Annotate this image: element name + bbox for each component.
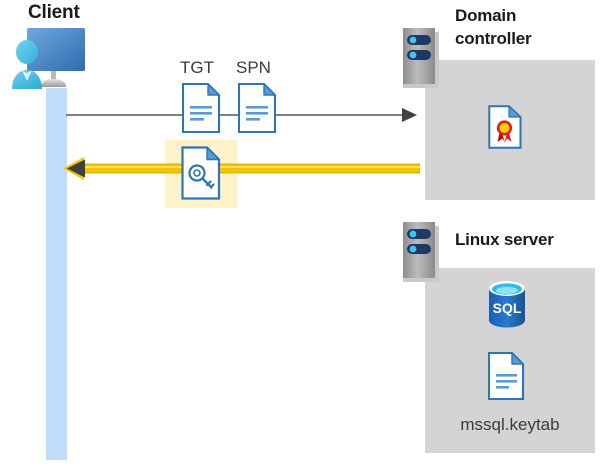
spn-label: SPN: [236, 58, 271, 77]
sql-database-icon: SQL: [485, 278, 529, 330]
svg-text:SQL: SQL: [493, 300, 522, 316]
keytab-filename-label: mssql.keytab: [460, 415, 560, 434]
domain-controller-server-icon: [403, 28, 440, 90]
domain-controller-title-line1: Domain: [455, 6, 517, 25]
linux-server-title: Linux server: [455, 230, 554, 249]
domain-controller-title-line2: controller: [455, 29, 532, 48]
tgt-document-icon: [181, 82, 222, 134]
request-arrow: [66, 104, 418, 126]
linux-server-icon: [403, 222, 440, 284]
domain-controller-title: Domain controller: [455, 4, 595, 50]
client-computer-icon: [8, 24, 104, 90]
keytab-document-icon: [487, 351, 526, 401]
client-title: Client: [28, 2, 80, 23]
kerberos-ticket-key-document-icon: [181, 146, 222, 200]
tgt-label: TGT: [180, 58, 214, 77]
certificate-document-icon: [488, 105, 522, 149]
client-lifeline-bar: [46, 88, 67, 460]
spn-document-icon: [237, 82, 278, 134]
response-arrow: [60, 155, 421, 182]
